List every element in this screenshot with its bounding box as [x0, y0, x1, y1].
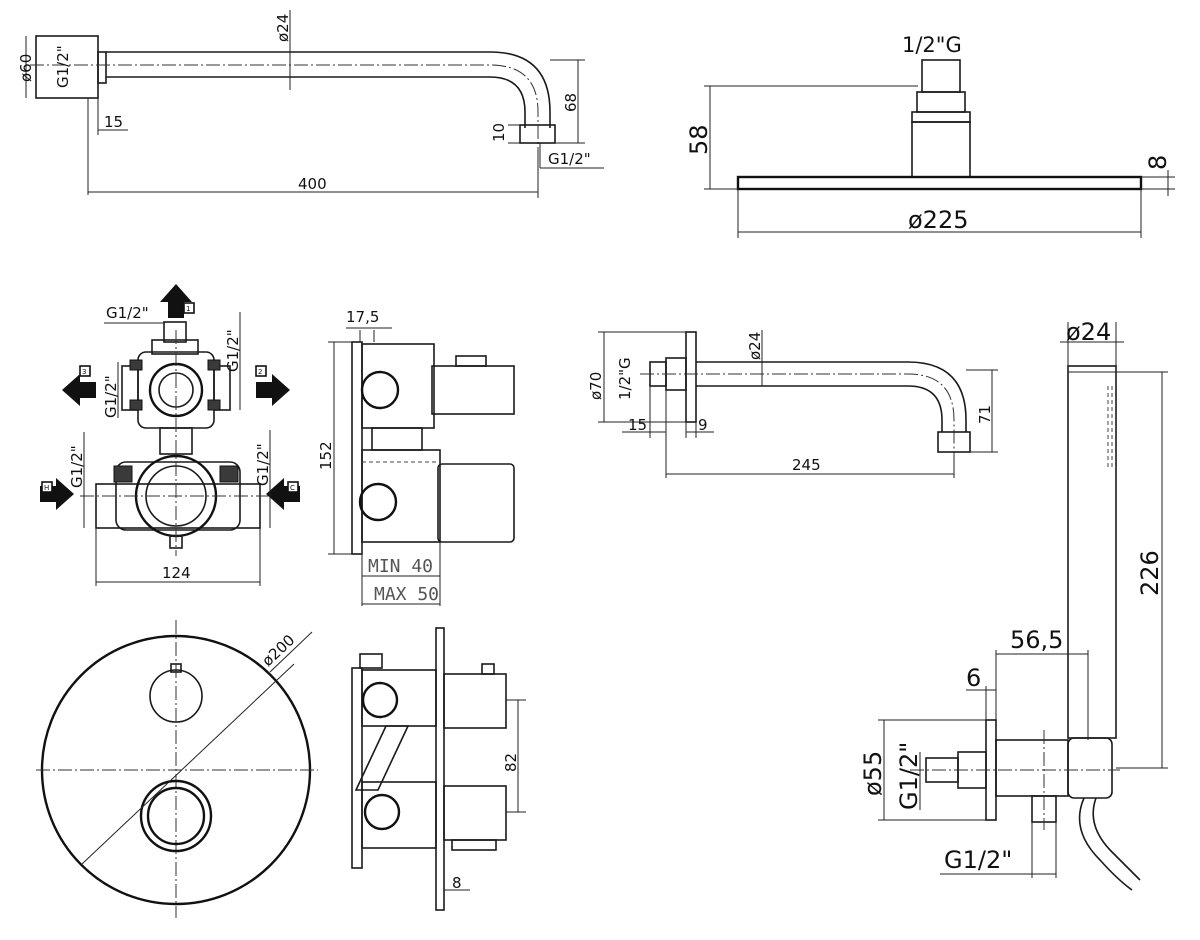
dim-arm245-drop-71: 71 [976, 405, 994, 424]
dim-spacing-82: 82 [502, 753, 520, 772]
assembly-diverter-spindle [443, 673, 507, 729]
outlet-2-arrow-icon [256, 374, 290, 406]
dim-head-thread: 1/2"G [902, 33, 962, 57]
top-outlet-nut [151, 339, 199, 355]
thermostatic-handle-inner [146, 786, 206, 846]
diverter-knob-marker [170, 663, 182, 673]
dim-length-400: 400 [298, 175, 327, 193]
view-shower-arm-245: ø24 ø70 1/2"G 15 9 71 245 [587, 330, 998, 478]
view-shower-head: 1/2"G 58 8 ø225 [685, 33, 1175, 238]
dim-arm245-offset-15: 15 [628, 416, 647, 434]
tag-port-3: 3 [82, 368, 86, 376]
dim-thread-outlet: G1/2" [548, 150, 591, 168]
dim-arm245-length-245: 245 [792, 456, 821, 474]
tag-port-1: 1 [186, 305, 190, 313]
dim-flange-6: 6 [966, 664, 981, 692]
head-body [911, 121, 971, 178]
outlet-hose-connector [1067, 737, 1113, 799]
hose-outline-right [1092, 797, 1141, 881]
dim-holder-length-226: 226 [1136, 550, 1164, 596]
outlet-3-arrow-icon [62, 374, 96, 406]
view-valve-body-front: 1 3 2 H C G1/2" G1/2" G1/2" G1/2" G1/2" … [40, 284, 300, 586]
dim-dia-24: ø24 [274, 14, 292, 42]
arm245-outlet-nut [937, 431, 971, 453]
head-thread-nut [921, 59, 961, 93]
dim-width-124: 124 [162, 564, 191, 582]
arm-tube-top [106, 51, 551, 128]
side-upper-cartridge [431, 365, 515, 415]
dim-offset-17-5: 17,5 [346, 308, 379, 326]
arm245-tube-bottom [696, 385, 943, 432]
assembly-upper-block [361, 669, 437, 727]
dim-thread-right-lower: G1/2" [254, 443, 272, 486]
view-assembly-side: 82 8 [351, 627, 526, 911]
assembly-lower-block [361, 781, 437, 849]
arm245-centerline [640, 373, 955, 455]
view-cover-plate: ø200 [36, 620, 318, 918]
view-shower-arm-400: ø24 ø60 G1/2" 15 68 10 G1/2" 400 [17, 10, 604, 198]
tag-port-2: 2 [258, 368, 262, 376]
head-collar [911, 111, 971, 123]
dim-holder-dia-24: ø24 [1066, 318, 1111, 346]
mixer-horizontal-body [95, 483, 261, 529]
thermostatic-handle-outer [139, 779, 213, 853]
right-outlet-stub [213, 365, 231, 411]
arm245-wall-flange [685, 331, 697, 423]
dim-head-height-58: 58 [685, 124, 713, 155]
diverter-knob [149, 669, 203, 723]
arm-outlet-nut [519, 124, 556, 144]
top-outlet-stub [163, 321, 187, 343]
arm245-tube-top [696, 361, 967, 432]
dim-thread-inlet: G1/2" [54, 45, 72, 88]
dim-dia-60: ø60 [17, 54, 35, 82]
dim-flange-dia-55: ø55 [859, 751, 887, 796]
dim-plate-thickness-8: 8 [1144, 155, 1172, 170]
dim-min-depth: MIN 40 [368, 556, 433, 577]
side-mounting-plate [351, 341, 363, 555]
arm-tube-bottom [106, 76, 526, 128]
dim-thread-left-lower: G1/2" [68, 445, 86, 488]
dim-height-152: 152 [317, 441, 335, 470]
dim-thread-inlet-left: G1/2" [895, 742, 923, 810]
view-valve-body-side: 17,5 152 MIN 40 MAX 50 [317, 308, 515, 606]
assembly-upper-port [361, 681, 399, 719]
head-ball-joint [916, 91, 966, 113]
dim-drop-68: 68 [562, 93, 580, 112]
dim-plate-8: 8 [452, 874, 462, 892]
assembly-cover-plate [435, 627, 445, 911]
hand-shower-holder-outline [1067, 365, 1117, 739]
dim-thread-left-upper: G1/2" [102, 375, 120, 418]
dim-thread-top: G1/2" [106, 304, 149, 322]
flange-collar [97, 51, 107, 84]
side-lower-cartridge [437, 463, 515, 543]
assembly-thermostat-spindle [443, 785, 507, 841]
side-lower-block [361, 449, 441, 543]
dim-thread-outlet-bottom: G1/2" [944, 846, 1012, 874]
hose-outline-left [1078, 797, 1133, 891]
side-upper-port [360, 370, 400, 410]
outlet-elbow-body [995, 739, 1069, 797]
dim-arm245-dia-70: ø70 [587, 372, 605, 400]
view-hand-shower-outlet: ø24 226 56,5 6 ø55 G1/2" G1/2" [859, 318, 1168, 891]
arm-centerline [30, 64, 539, 150]
side-connector [371, 427, 423, 451]
dim-outlet-10: 10 [490, 123, 508, 142]
dim-max-depth: MAX 50 [374, 584, 439, 605]
tag-port-hot: H [44, 484, 49, 492]
dim-offset-56-5: 56,5 [1010, 626, 1063, 654]
dim-thread-right-upper: G1/2" [224, 329, 242, 372]
assembly-mounting-plate [351, 667, 363, 869]
dim-arm245-dia-24: ø24 [746, 332, 764, 360]
tag-port-cold: C [290, 484, 295, 492]
dim-arm245-thread: 1/2"G [616, 357, 634, 400]
dim-arm245-flange-9: 9 [698, 416, 708, 434]
side-lower-port [358, 482, 398, 522]
head-plate [736, 175, 1143, 191]
dim-head-dia-225: ø225 [908, 206, 969, 234]
assembly-lower-port [363, 793, 401, 831]
assembly-connector [354, 725, 410, 791]
dim-offset-15: 15 [104, 113, 123, 131]
